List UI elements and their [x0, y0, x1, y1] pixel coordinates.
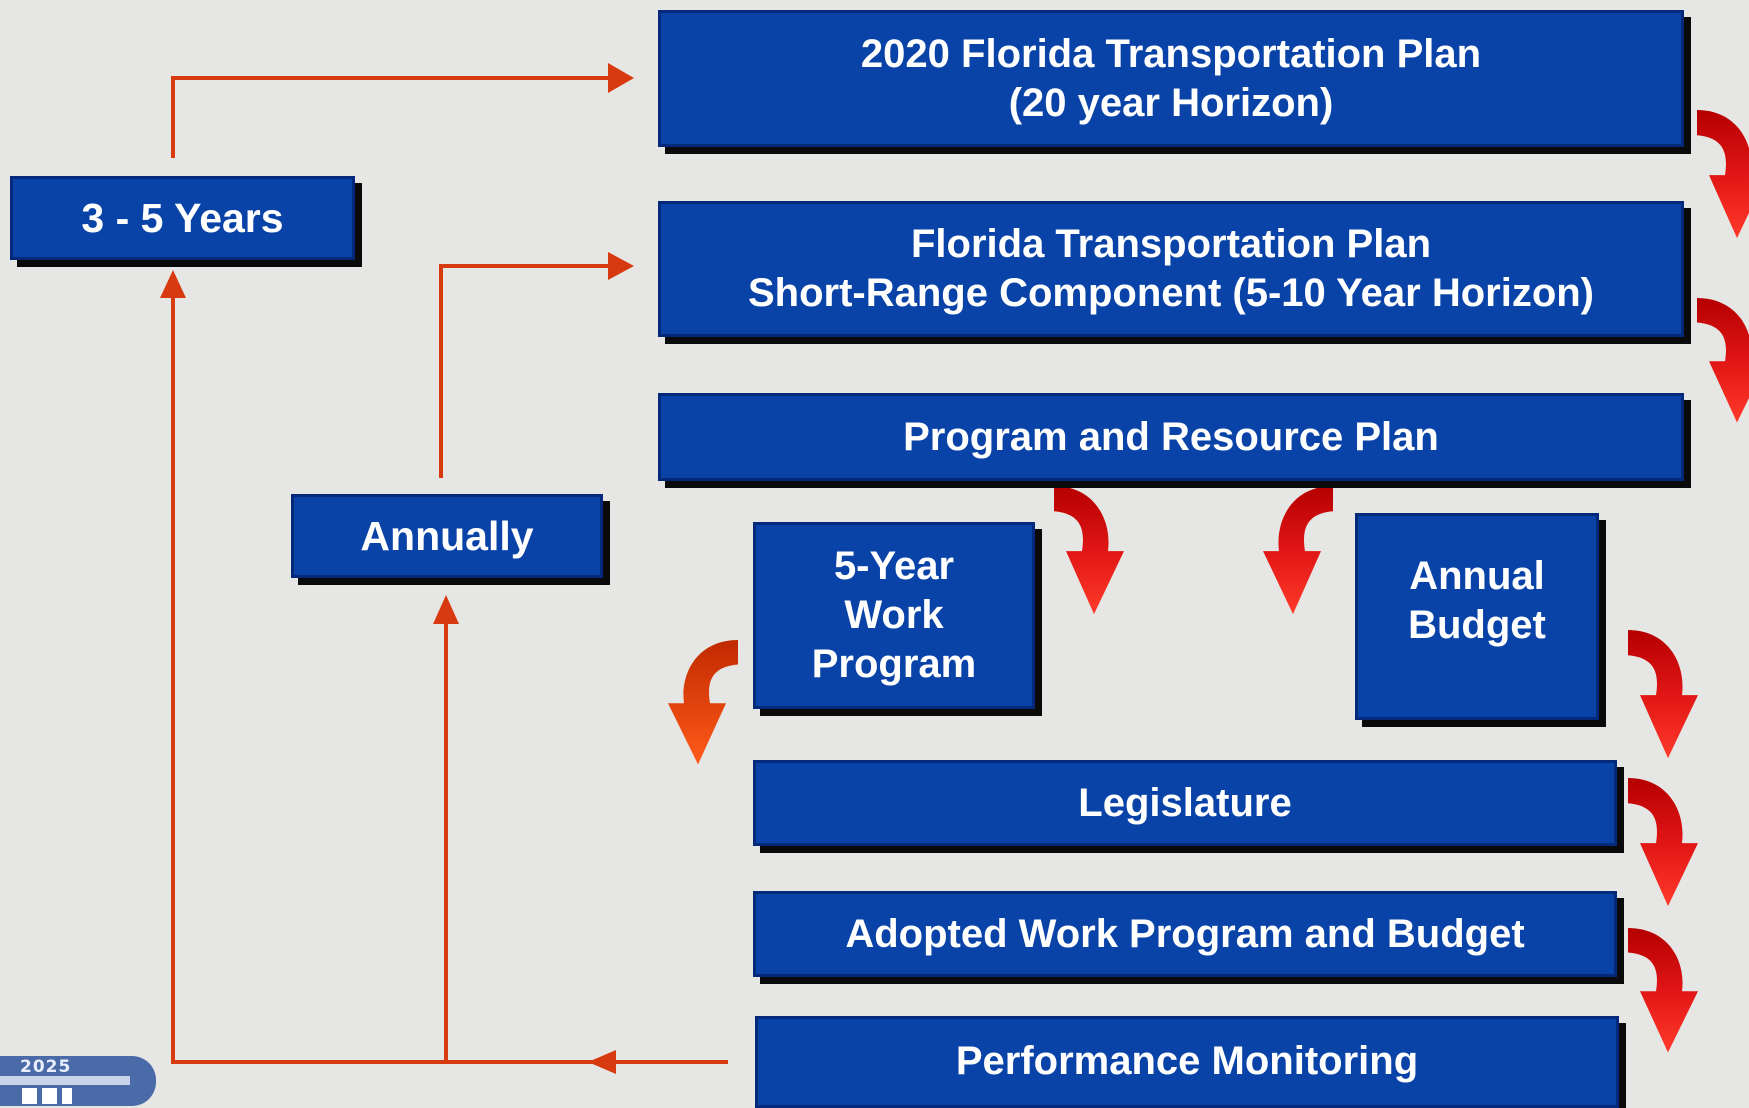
ftp-short-range-horizon: Short-Range Component (5-10 Year Horizon…	[747, 271, 1594, 315]
annually-label: Annually	[360, 512, 534, 559]
performance-monitoring-label: Performance Monitoring	[955, 1039, 1419, 1083]
program-resource-plan-label: Program and Resource Plan	[903, 414, 1439, 459]
curved-arrow-work-program-to-legislature	[668, 640, 738, 765]
arrowhead-to-annually	[433, 595, 459, 624]
program-resource-plan-box: Program and Resource Plan	[658, 393, 1684, 481]
ftp-short-range-box: Florida Transportation Plan Short-Range …	[658, 201, 1684, 337]
curved-arrow-legislature-to-adopted	[1628, 778, 1698, 907]
ftp-2025-logo: 2025	[0, 1056, 156, 1106]
curved-arrow-budget-to-legislature	[1628, 630, 1698, 759]
adopted-work-program-box: Adopted Work Program and Budget	[753, 891, 1617, 977]
five-year-work-program-line-1: 5-Year	[833, 544, 955, 589]
five-year-work-program-box: 5-Year Work Program	[753, 522, 1035, 709]
logo-tagline-strip	[0, 1076, 130, 1085]
ftp-2020-title: 2020 Florida Transportation Plan	[860, 31, 1482, 76]
arrowhead-to-three-five-years	[160, 270, 186, 298]
arrowhead-to-short-range	[608, 252, 634, 280]
logo-mark	[22, 1088, 72, 1104]
annual-budget-box: Annual Budget	[1355, 513, 1599, 720]
feedback-arrowheads	[160, 63, 634, 1074]
annual-budget-line-2: Budget	[1408, 602, 1546, 647]
annual-budget-line-1: Annual	[1409, 554, 1545, 598]
legislature-box: Legislature	[753, 760, 1617, 846]
curved-arrow-short-range-to-program	[1697, 298, 1749, 423]
legislature-label: Legislature	[1078, 780, 1292, 825]
feedback-loop	[171, 76, 728, 1064]
loop-monitoring-return-line	[171, 285, 728, 1064]
annually-box: Annually	[291, 494, 603, 578]
curved-arrow-program-to-budget	[1263, 486, 1333, 615]
three-five-years-box: 3 - 5 Years	[10, 176, 355, 260]
curved-arrow-adopted-to-monitoring	[1628, 928, 1698, 1053]
ftp-2020-box: 2020 Florida Transportation Plan (20 yea…	[658, 10, 1684, 147]
ftp-short-range-title: Florida Transportation Plan	[910, 222, 1432, 267]
adopted-work-program-label: Adopted Work Program and Budget	[845, 911, 1525, 956]
five-year-work-program-line-2: Work	[844, 593, 944, 638]
five-year-work-program-line-3: Program	[811, 641, 977, 686]
loop-annually-to-short-range-line	[439, 264, 612, 478]
performance-monitoring-box: Performance Monitoring	[755, 1016, 1619, 1108]
ftp-2020-horizon: (20 year Horizon)	[1008, 80, 1334, 125]
arrowhead-monitoring-left	[588, 1050, 616, 1074]
arrowhead-to-ftp	[608, 63, 634, 93]
curved-arrow-program-to-work-program	[1054, 486, 1124, 615]
loop-three-five-years-to-ftp-line	[171, 76, 612, 158]
three-five-years-label: 3 - 5 Years	[81, 194, 284, 241]
curved-arrow-ftp-to-short-range	[1697, 110, 1749, 239]
logo-year-text: 2025	[20, 1057, 72, 1077]
